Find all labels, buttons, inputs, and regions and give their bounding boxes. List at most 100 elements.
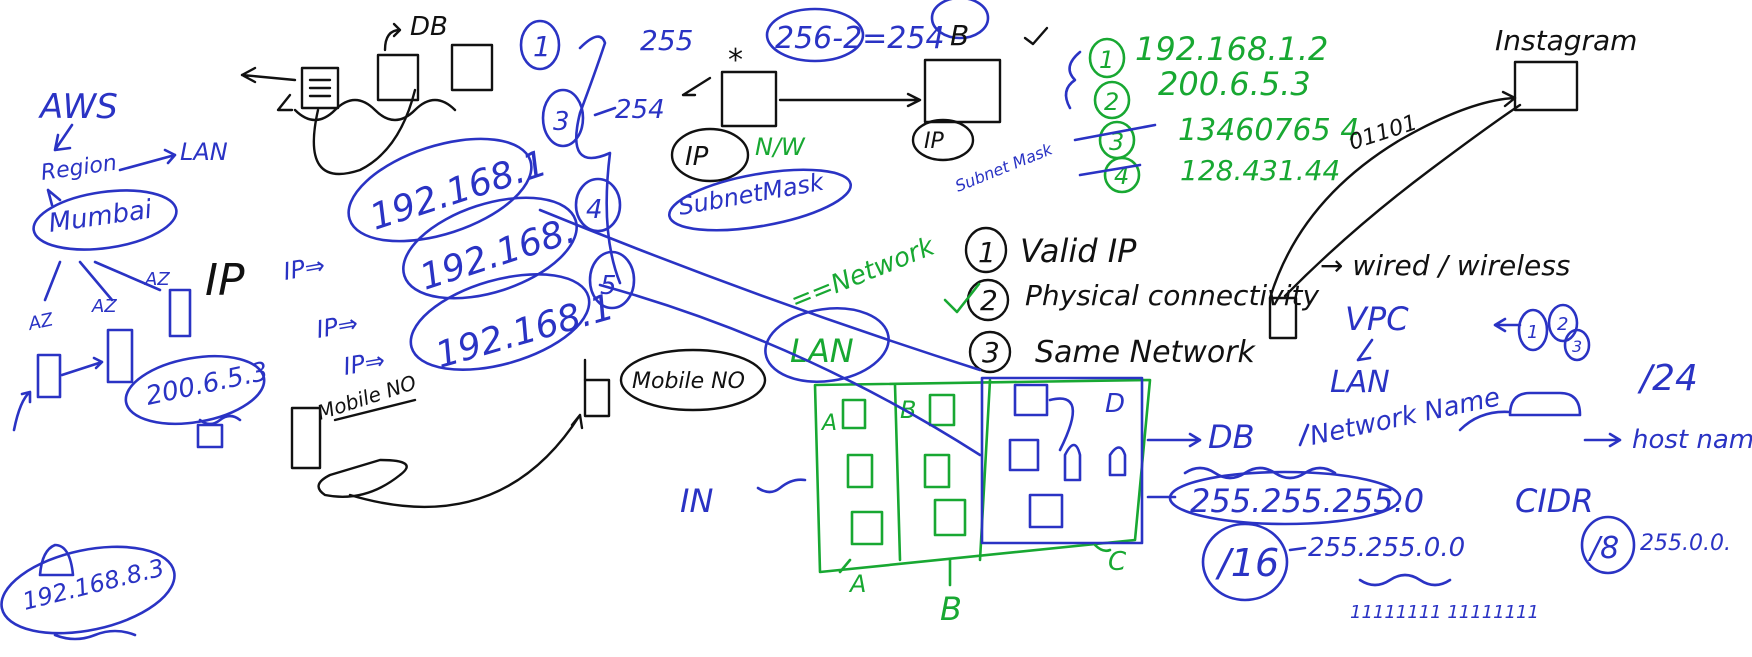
list-brace xyxy=(1064,50,1082,110)
aws-title: AWS xyxy=(38,87,118,127)
db-server-3 xyxy=(450,43,494,92)
list-num-3: 3 xyxy=(1109,128,1124,156)
room-a3 xyxy=(850,510,884,546)
host-device-icon xyxy=(1508,391,1582,417)
vpc-lan: LAN xyxy=(1330,365,1390,400)
az-up-arrow xyxy=(12,390,32,432)
network-node-4 xyxy=(1063,443,1082,482)
link-ip-to-network-2 xyxy=(598,283,982,457)
lan-building xyxy=(813,378,1152,574)
mask-8: 255.0.0. xyxy=(1640,531,1731,556)
db-server-1-lines xyxy=(308,78,332,98)
list-circle-1 xyxy=(1088,37,1126,79)
count-254-arrow xyxy=(593,106,617,117)
ip-value-3: 192.168.1 xyxy=(431,287,618,377)
req-num-2: 2 xyxy=(980,284,998,317)
count-circle-1 xyxy=(519,19,561,71)
instagram-label: Instagram xyxy=(1495,24,1637,57)
in-label: IN xyxy=(680,482,713,520)
room-a1 xyxy=(841,398,867,430)
req-circle-3 xyxy=(968,330,1012,374)
req-num-3: 3 xyxy=(982,336,1000,369)
host-arrow xyxy=(1583,432,1622,448)
instagram-server xyxy=(1513,60,1579,112)
room-b1 xyxy=(928,393,956,427)
req-text-2: Physical connectivity xyxy=(1025,279,1320,312)
list-value-4: 128.431.44 xyxy=(1180,154,1340,187)
instagram-link-1 xyxy=(1268,90,1517,300)
ip-ellipse-3 xyxy=(409,273,591,371)
az-server-2 xyxy=(106,328,134,384)
mumbai-ellipse xyxy=(32,189,178,251)
nw-label: N/W xyxy=(755,133,806,161)
az-label-2: AZ xyxy=(91,296,117,317)
az-server-3 xyxy=(168,288,192,338)
network-node-2 xyxy=(1008,438,1040,472)
network-name-arrow xyxy=(1298,423,1310,447)
region-label: Region xyxy=(39,151,118,186)
ip-circle-b-label: IP xyxy=(924,129,944,154)
vpc-label: VPC xyxy=(1345,300,1409,338)
db-top-label: DB xyxy=(410,12,448,42)
wired-device xyxy=(1268,296,1298,340)
home-device-icon xyxy=(38,543,75,577)
calc-ellipse xyxy=(765,7,865,63)
mask-16-squiggle xyxy=(1358,573,1452,587)
home-ip-ellipse xyxy=(0,545,176,635)
star-mark: * xyxy=(728,43,743,78)
lan-ellipse xyxy=(764,307,890,383)
count-254: 254 xyxy=(615,95,665,125)
lan-bottom-b: B xyxy=(940,590,962,628)
az-server-1 xyxy=(36,353,62,399)
slash16-circle xyxy=(1201,522,1289,602)
list-value-3: 13460765 4 xyxy=(1178,113,1359,148)
check-mark-top xyxy=(1023,26,1049,46)
mobile-device-2 xyxy=(583,378,611,418)
mask-16-arrow xyxy=(1288,546,1307,552)
wired-label: → wired / wireless xyxy=(1320,249,1570,282)
ip-ellipse-1 xyxy=(347,137,533,243)
db-server-1 xyxy=(300,66,340,110)
network-db-label: DB xyxy=(1208,418,1255,456)
az-branch-lines xyxy=(43,260,162,302)
star-arrow xyxy=(681,76,712,97)
slash8: /8 xyxy=(1587,531,1619,566)
list-num-1: 1 xyxy=(1099,46,1114,74)
ip-circle-a-label: IP xyxy=(685,142,709,172)
slash8-circle xyxy=(1580,515,1636,575)
valid-ip-list: 1 192.168.1.2 2 200.6.5.3 3 13460765 4 4… xyxy=(1073,30,1420,194)
server-b xyxy=(923,58,1002,124)
list-circle-2 xyxy=(1093,80,1131,120)
mask-24: 255.255.255.0 xyxy=(1190,482,1424,520)
home-ip-squiggle xyxy=(53,629,137,641)
count-bracket xyxy=(575,35,622,285)
ip-circle-b xyxy=(911,118,975,162)
count-4: 4 xyxy=(586,195,603,225)
lan-bottom-a: A xyxy=(848,570,866,598)
mobile-device-1 xyxy=(290,406,322,470)
server-b-label: B xyxy=(950,19,969,52)
slash16: /16 xyxy=(1215,541,1279,585)
ip-big-label: IP xyxy=(205,255,245,306)
slash24: /24 xyxy=(1637,358,1698,399)
mobile-no-1: Mobile NO xyxy=(314,370,419,425)
network-node-5 xyxy=(1108,446,1127,477)
vpc-circle-1 xyxy=(1517,308,1549,352)
mobile-no-2-ellipse xyxy=(619,348,767,412)
az-label-1: AZ xyxy=(26,309,56,335)
calc-text: 256-2=254 xyxy=(775,21,945,56)
db-server-2 xyxy=(376,53,420,102)
vpc-circle-3 xyxy=(1563,328,1591,362)
network-loop xyxy=(1048,397,1075,452)
mumbai-arrow xyxy=(46,188,62,207)
lan-room-a: A xyxy=(820,411,837,436)
mobile-underline xyxy=(333,398,417,422)
count-circle-4 xyxy=(574,177,622,233)
vpc-num-3: 3 xyxy=(1572,337,1582,356)
req-circle-1 xyxy=(964,226,1008,274)
link-ip-to-network-1 xyxy=(538,208,982,372)
vpc-num-2: 2 xyxy=(1557,314,1568,335)
db-arrow-up xyxy=(383,22,402,52)
room-b2 xyxy=(923,453,951,489)
